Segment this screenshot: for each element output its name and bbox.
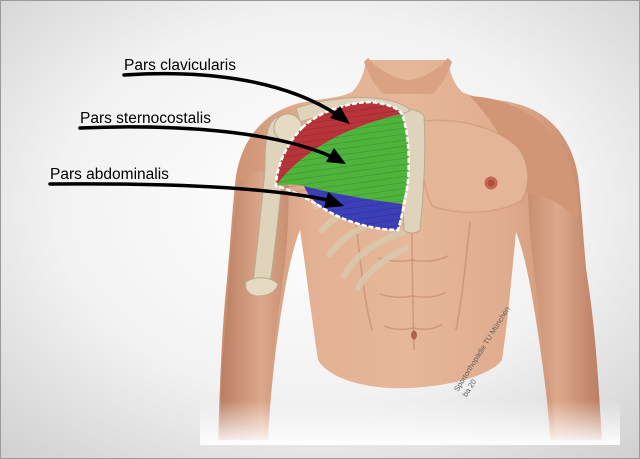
label-pars-abdominalis: Pars abdominalis [50, 166, 169, 183]
label-pars-sternocostalis: Pars sternocostalis [80, 110, 211, 127]
navel [411, 331, 417, 340]
label-pars-clavicularis: Pars clavicularis [124, 57, 236, 74]
